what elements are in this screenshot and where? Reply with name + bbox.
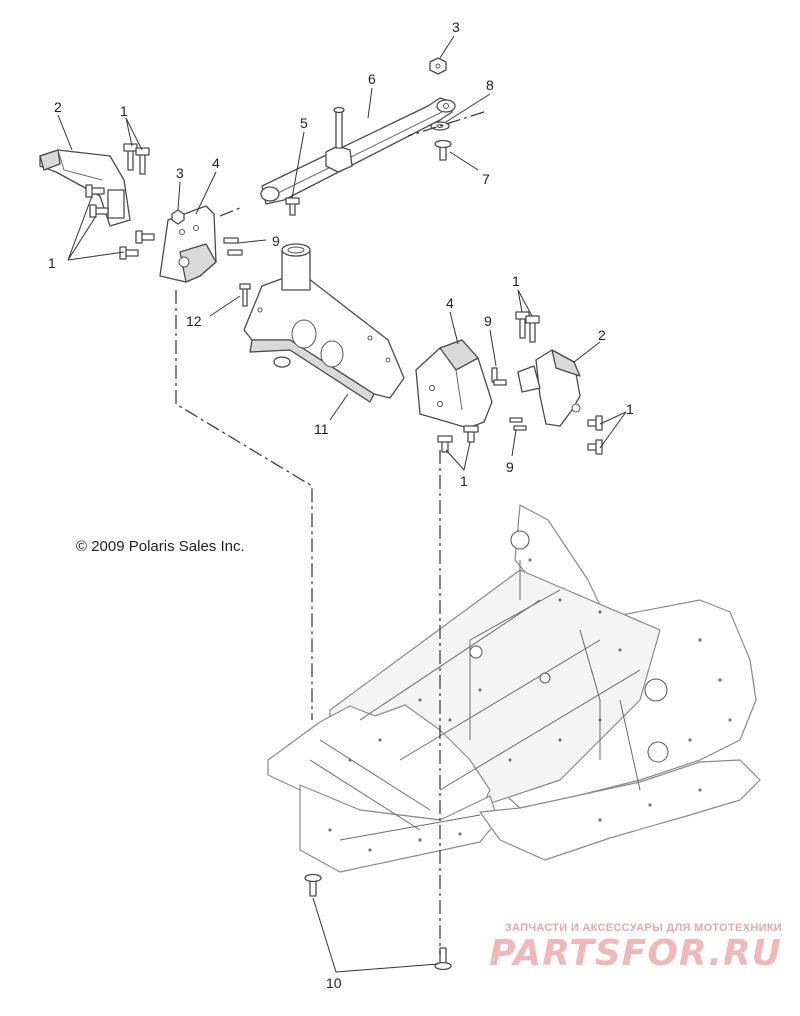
nut-icon <box>429 57 447 75</box>
callout-9: 9 <box>506 459 514 475</box>
pin-icon <box>239 283 251 307</box>
callout-2: 2 <box>54 99 62 115</box>
callout-labels: 1 2 1 3 4 5 6 3 8 7 9 12 11 4 9 1 2 1 1 … <box>48 19 634 991</box>
pin-icon <box>491 367 507 386</box>
steering-housing <box>243 243 405 403</box>
callout-4: 4 <box>446 295 454 311</box>
callout-7: 7 <box>482 171 490 187</box>
bolt-icon <box>587 439 603 455</box>
callout-8: 8 <box>486 77 494 93</box>
callout-12: 12 <box>186 313 202 329</box>
bolt-icon <box>89 204 109 218</box>
callout-9: 9 <box>484 313 492 329</box>
bolt-icon <box>434 947 452 971</box>
fasteners <box>85 57 603 971</box>
pin-icon <box>223 237 243 256</box>
callout-2: 2 <box>598 327 606 343</box>
bolt-icon <box>304 873 322 897</box>
bolt-icon <box>437 435 453 453</box>
callout-3: 3 <box>176 165 184 181</box>
right-mount-plate <box>415 339 493 429</box>
bolt-icon <box>85 184 105 198</box>
watermark-brand: PARTSFOR.RU <box>489 933 782 974</box>
callout-1: 1 <box>512 273 520 289</box>
callout-1: 1 <box>460 473 468 489</box>
callout-9: 9 <box>272 233 280 249</box>
assembly-lines <box>175 111 485 955</box>
chassis-frame <box>267 504 761 873</box>
watermark: ЗАПЧАСТИ И АКСЕССУАРЫ ДЛЯ МОТОТЕХНИКИ PA… <box>489 922 782 974</box>
bolt-icon <box>123 143 138 171</box>
washer-icon <box>430 121 450 131</box>
callout-3: 3 <box>452 19 460 35</box>
bolt-icon <box>135 147 150 175</box>
callout-6: 6 <box>368 71 376 87</box>
bolt-icon <box>434 139 452 161</box>
callout-1: 1 <box>626 401 634 417</box>
watermark-tagline: ЗАПЧАСТИ И АКСЕССУАРЫ ДЛЯ МОТОТЕХНИКИ <box>504 922 782 934</box>
callout-1: 1 <box>120 103 128 119</box>
bolt-icon <box>119 246 139 260</box>
callout-11: 11 <box>314 421 329 437</box>
pin-icon <box>509 417 527 431</box>
callout-4: 4 <box>212 155 220 171</box>
bolt-icon <box>285 197 300 216</box>
callout-5: 5 <box>300 115 308 131</box>
bolt-icon <box>463 425 479 443</box>
steering-support-tube <box>260 97 456 205</box>
bolt-icon <box>135 230 155 244</box>
left-mount-plate <box>159 205 217 283</box>
right-mount-bracket <box>517 349 581 427</box>
bolt-icon <box>587 415 603 431</box>
leader-lines <box>57 35 627 973</box>
callout-10: 10 <box>326 975 342 991</box>
left-mount-bracket <box>39 149 131 227</box>
callout-1: 1 <box>48 255 56 271</box>
nut-icon <box>171 209 185 225</box>
copyright-notice: © 2009 Polaris Sales Inc. <box>76 538 245 555</box>
bolt-icon <box>525 315 540 343</box>
